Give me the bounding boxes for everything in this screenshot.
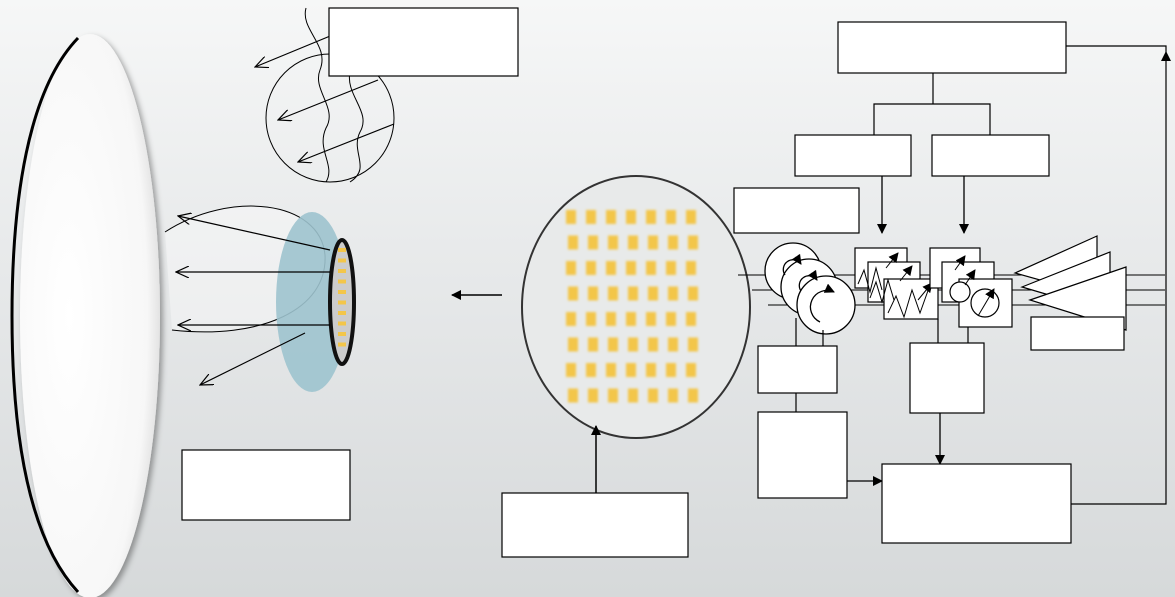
feed-element [338, 269, 346, 273]
array-element [686, 210, 696, 224]
feed-element [338, 290, 346, 294]
beamforming-network [733, 21, 1171, 544]
array-element [568, 286, 578, 301]
array-element [608, 388, 618, 403]
array-element [648, 388, 658, 403]
array-element [666, 312, 676, 326]
array-element [606, 210, 616, 224]
array-element [648, 286, 658, 301]
array-element [588, 235, 598, 250]
array-element [566, 312, 576, 326]
feed-element [338, 321, 346, 326]
array-element [646, 312, 656, 326]
array-element [608, 286, 618, 301]
array-element [608, 235, 618, 250]
array-element [586, 312, 596, 326]
array-element [568, 388, 578, 403]
array-element [626, 210, 636, 224]
array-element [588, 337, 598, 352]
array-element [588, 286, 598, 301]
array-element [586, 261, 596, 275]
array-element [626, 312, 636, 326]
array-element [628, 235, 638, 250]
array-element [668, 286, 678, 301]
array-detail [521, 175, 751, 439]
array-element [606, 363, 616, 377]
feed-element [338, 300, 346, 305]
array-element [688, 388, 698, 403]
array-element [628, 388, 638, 403]
array-element [588, 388, 598, 403]
array-element [688, 286, 698, 301]
array-element [568, 235, 578, 250]
array-element [668, 235, 678, 250]
array-element [586, 210, 596, 224]
array-element [628, 337, 638, 352]
array-element [568, 337, 578, 352]
dielectric-lens [276, 212, 348, 392]
array-element [666, 261, 676, 275]
array-element [686, 261, 696, 275]
array-element [686, 363, 696, 377]
feed-element [338, 332, 346, 336]
array-element [566, 363, 576, 377]
array-element [666, 363, 676, 377]
wavefront-inset [255, 7, 519, 183]
array-element [586, 363, 596, 377]
array-element [686, 312, 696, 326]
array-element [648, 337, 658, 352]
feed-element [338, 248, 346, 252]
array-element [668, 337, 678, 352]
reflector-dish [10, 34, 160, 597]
array-element [606, 312, 616, 326]
feed-element [338, 258, 346, 263]
array-element [668, 388, 678, 403]
array-element [646, 363, 656, 377]
array-element [646, 210, 656, 224]
array-element [688, 337, 698, 352]
array-element [626, 261, 636, 275]
array-element [608, 337, 618, 352]
array-element [688, 235, 698, 250]
label-box [181, 449, 351, 521]
array-element [648, 235, 658, 250]
array-element [666, 210, 676, 224]
array-element [646, 261, 656, 275]
array-element [566, 210, 576, 224]
array-element [606, 261, 616, 275]
feed-array-assembly [164, 205, 356, 392]
feed-element [338, 279, 346, 284]
array-element [566, 261, 576, 275]
array-element [628, 286, 638, 301]
feed-element [338, 311, 346, 315]
label-box [501, 492, 689, 558]
array-element [626, 363, 636, 377]
feed-element [338, 342, 346, 347]
